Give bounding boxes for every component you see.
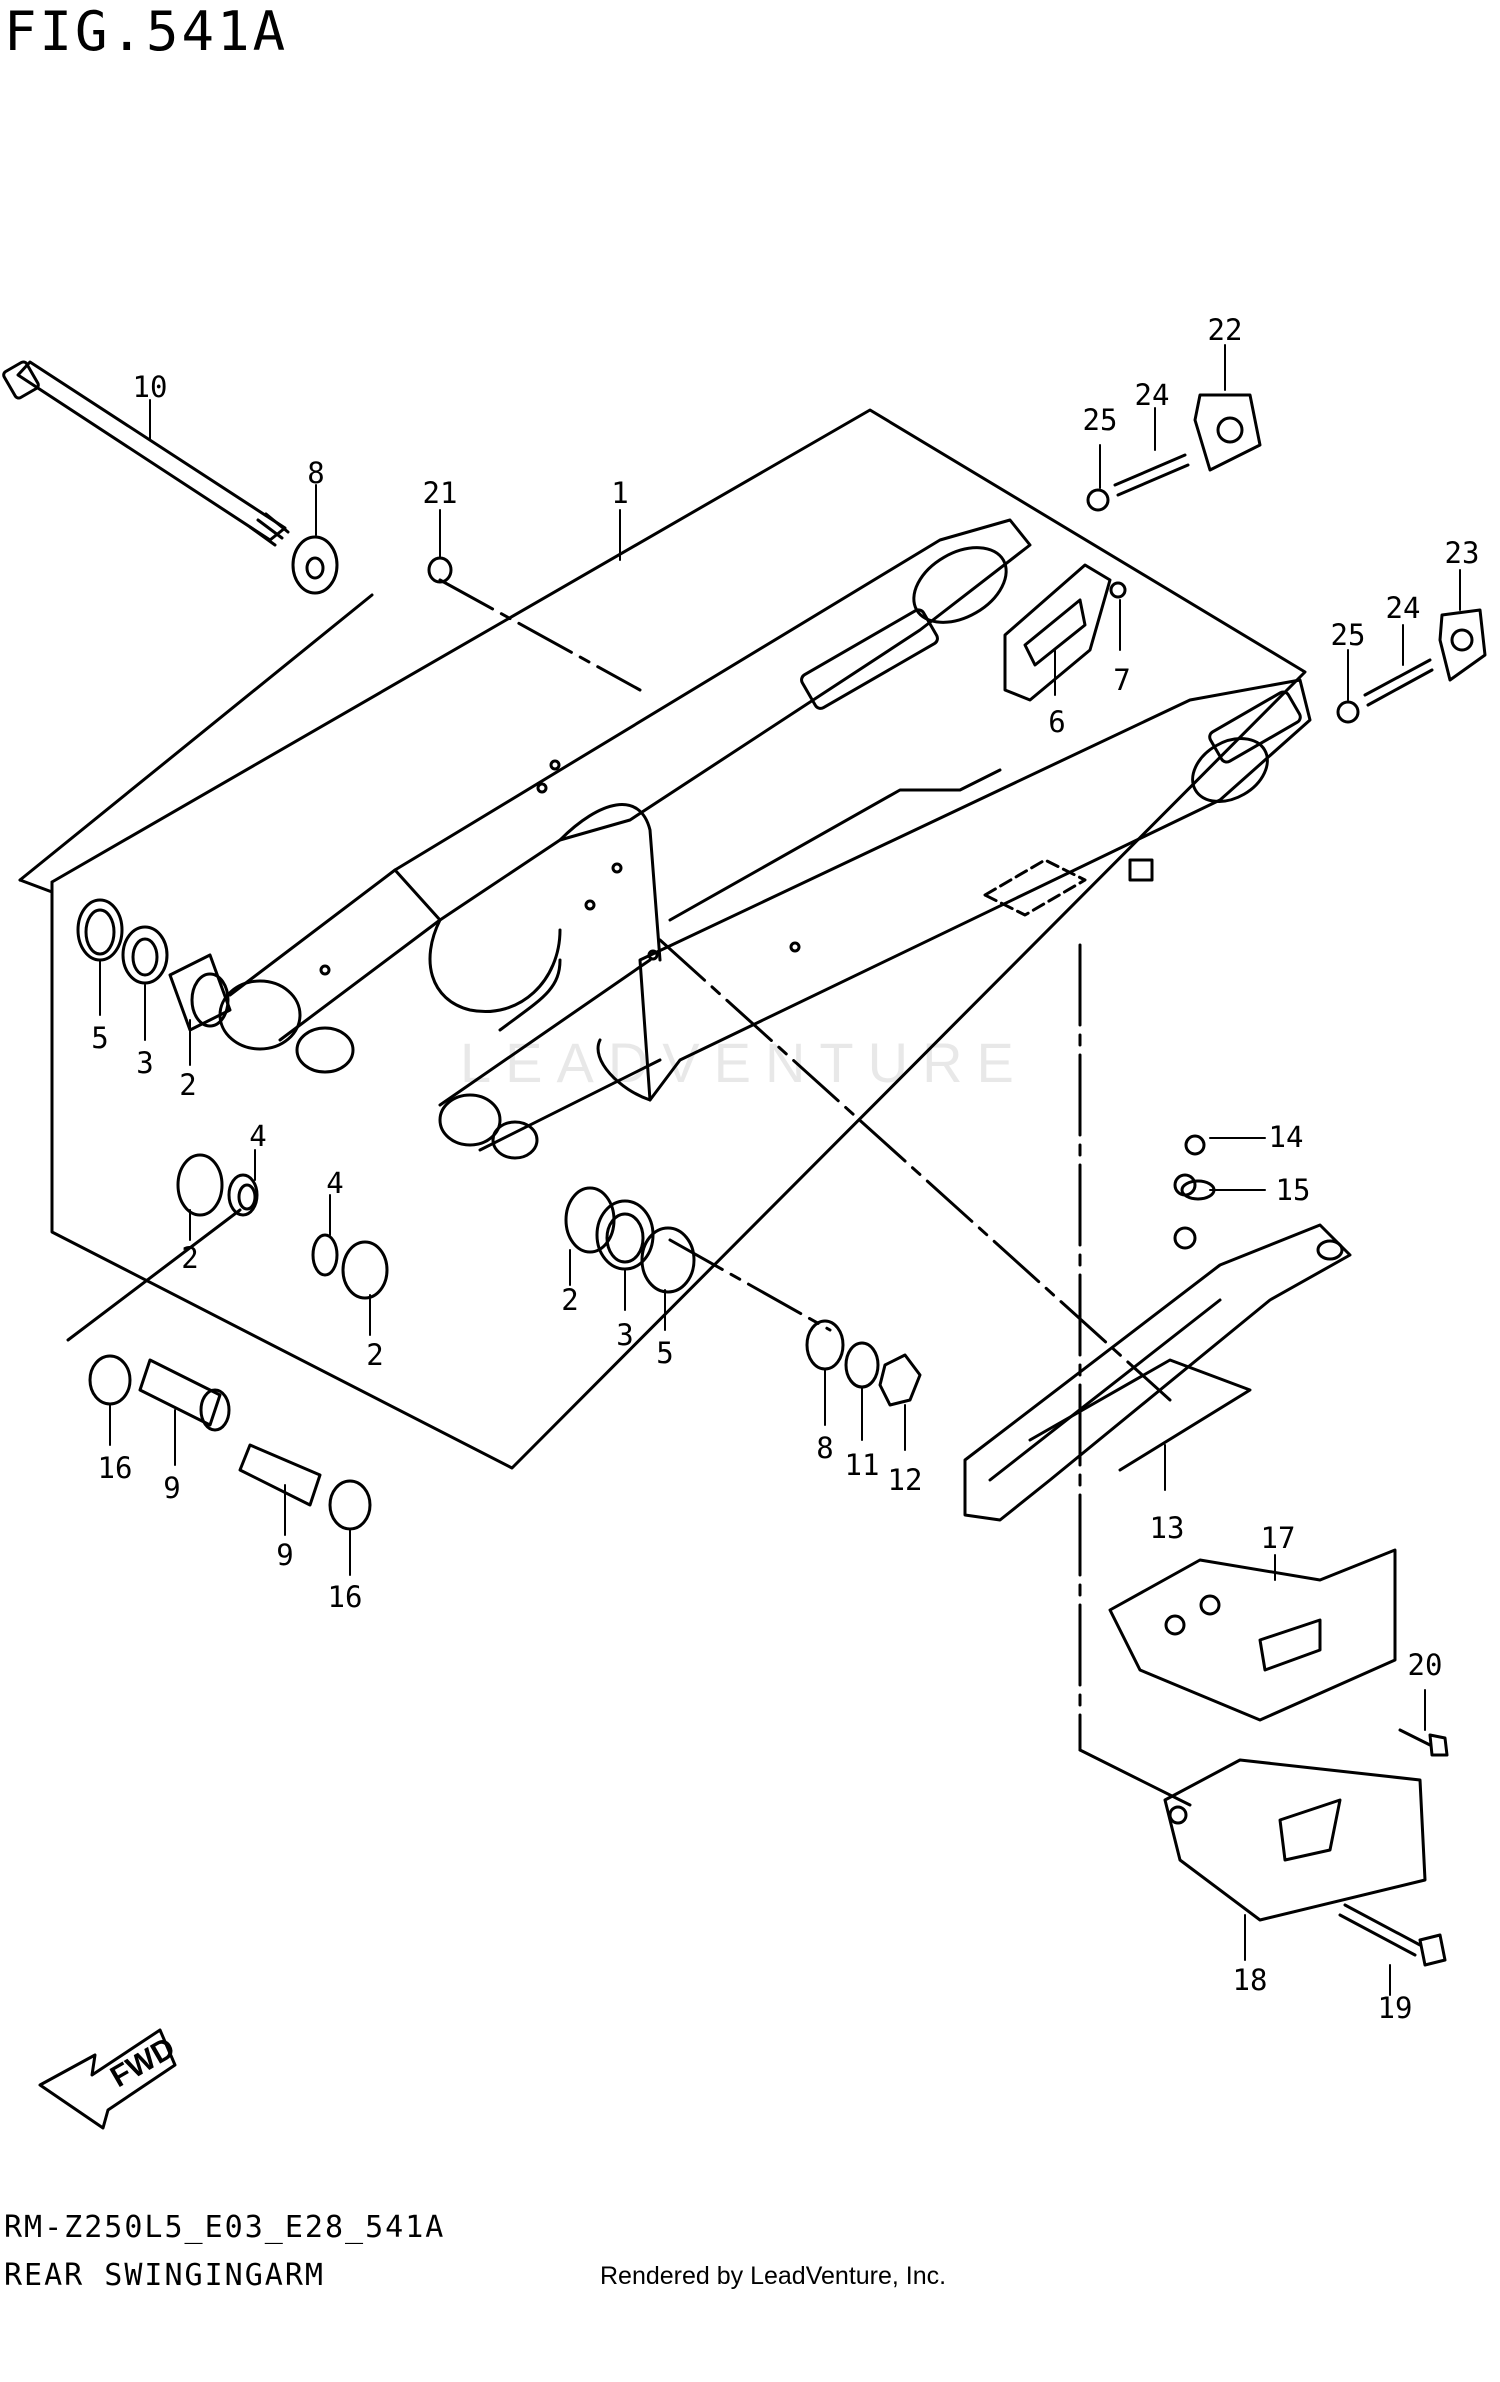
callout-label: 22	[1208, 313, 1243, 347]
bearing-set-center	[176, 1153, 389, 1300]
bearing-set-right	[564, 1186, 696, 1294]
callout-label: 21	[423, 476, 458, 510]
chain-guide-bracket-18	[1163, 1758, 1427, 1922]
callout-label: 24	[1386, 591, 1421, 625]
callout-label: 2	[181, 1241, 198, 1275]
callout-label: 23	[1445, 536, 1480, 570]
callout-label: 8	[307, 456, 324, 490]
callout-label: 19	[1378, 1991, 1413, 2025]
callout-label: 13	[1150, 1511, 1185, 1545]
callout-label: 3	[616, 1318, 633, 1352]
figure-title: FIG.541A	[4, 0, 289, 63]
callout-label: 6	[1048, 705, 1065, 739]
washer-hole	[305, 556, 325, 580]
callout-label: 3	[136, 1046, 153, 1080]
chain-guide-17	[1108, 1548, 1397, 1722]
frame-outline-lower	[66, 1208, 242, 1342]
callout-label: 5	[656, 1336, 673, 1370]
fwd-arrow: FWD	[38, 2028, 181, 2130]
callout-label: 9	[163, 1471, 180, 1505]
callout-labels: 10 8 21 1 22 25 24 23 25 24 7 6 5 3 2 4 …	[91, 313, 1479, 2025]
figure-name: REAR SWINGINGARM	[4, 2258, 325, 2293]
callout-leaders	[99, 344, 1461, 1996]
frame-line	[18, 878, 54, 894]
figure-code: RM-Z250L5_E03_E28_541A	[4, 2210, 446, 2245]
callout-label: 12	[888, 1463, 923, 1497]
leader-dashed	[668, 1238, 832, 1332]
callout-label: 2	[561, 1283, 578, 1317]
callout-label: 11	[845, 1448, 880, 1482]
callout-label: 9	[276, 1538, 293, 1572]
callout-label: 1	[611, 476, 628, 510]
watermark: LEADVENTURE	[460, 1031, 1028, 1094]
washer-8-left	[291, 535, 339, 595]
callout-label: 25	[1331, 618, 1366, 652]
bolts-19-20	[1180, 1134, 1449, 1967]
chain-adjusters	[1086, 393, 1487, 724]
callout-label: 16	[328, 1580, 363, 1614]
frame-outline-main	[50, 408, 1307, 1470]
callout-label: 2	[366, 1338, 383, 1372]
callout-label: 25	[1083, 403, 1118, 437]
callout-label: 17	[1261, 1521, 1296, 1555]
callout-label: 18	[1233, 1963, 1268, 1997]
frame-outline-left	[18, 593, 374, 882]
callout-label: 24	[1135, 378, 1170, 412]
callout-label: 15	[1276, 1173, 1311, 1207]
callout-label: 10	[133, 370, 168, 404]
callout-label: 4	[249, 1119, 266, 1153]
callout-label: 16	[98, 1451, 133, 1485]
callout-label: 7	[1113, 663, 1130, 697]
nut-21	[427, 556, 453, 584]
plate-6	[1003, 563, 1127, 702]
callout-label: 14	[1269, 1120, 1304, 1154]
chain-buffer-13	[963, 1173, 1352, 1522]
nut-washer-set	[805, 1319, 922, 1407]
callout-label: 4	[326, 1166, 343, 1200]
callout-label: 5	[91, 1021, 108, 1055]
leader-dashed	[438, 578, 642, 692]
leader-dashed	[658, 938, 1172, 1402]
callout-label: 8	[816, 1431, 833, 1465]
swingarm	[218, 518, 1312, 1160]
spacers	[88, 1354, 372, 1531]
render-credit: Rendered by LeadVenture, Inc.	[600, 2262, 947, 2290]
pivot-shaft	[2, 360, 290, 547]
callout-label: 2	[179, 1068, 196, 1102]
callout-label: 20	[1408, 1648, 1443, 1682]
